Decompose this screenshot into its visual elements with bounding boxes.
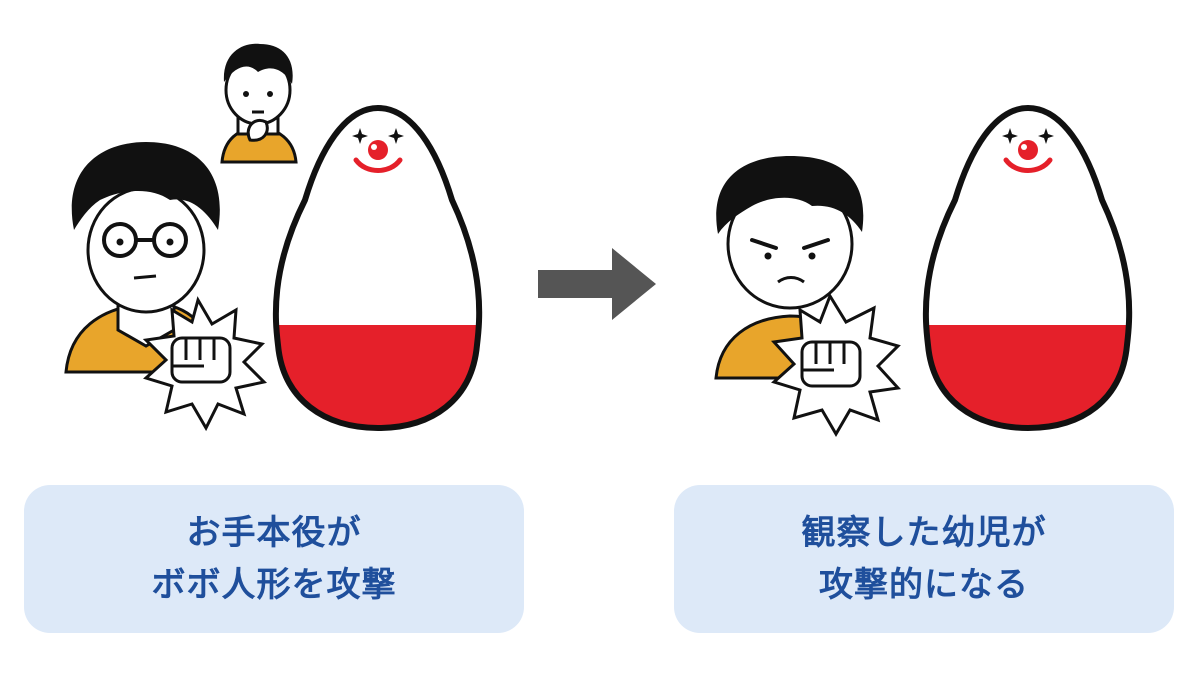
- clown-face-icon: [1002, 128, 1054, 173]
- right-arrow-icon: [538, 248, 656, 320]
- caption-left-line1: お手本役が: [186, 513, 362, 553]
- caption-left-line2: ボボ人形を攻撃: [151, 565, 397, 605]
- bobo-doll-icon: [272, 104, 483, 432]
- observer-child-icon: [220, 43, 298, 164]
- bobo-doll-icon: [922, 104, 1133, 432]
- caption-right-line1: 観察した幼児が: [801, 513, 1047, 553]
- caption-left: お手本役が ボボ人形を攻撃: [24, 485, 524, 633]
- fist-burst-icon: [142, 296, 268, 432]
- fist-burst-icon: [770, 292, 902, 437]
- caption-right-line2: 攻撃的になる: [819, 565, 1029, 605]
- clown-face-icon: [352, 128, 404, 173]
- caption-right: 観察した幼児が 攻撃的になる: [674, 485, 1174, 633]
